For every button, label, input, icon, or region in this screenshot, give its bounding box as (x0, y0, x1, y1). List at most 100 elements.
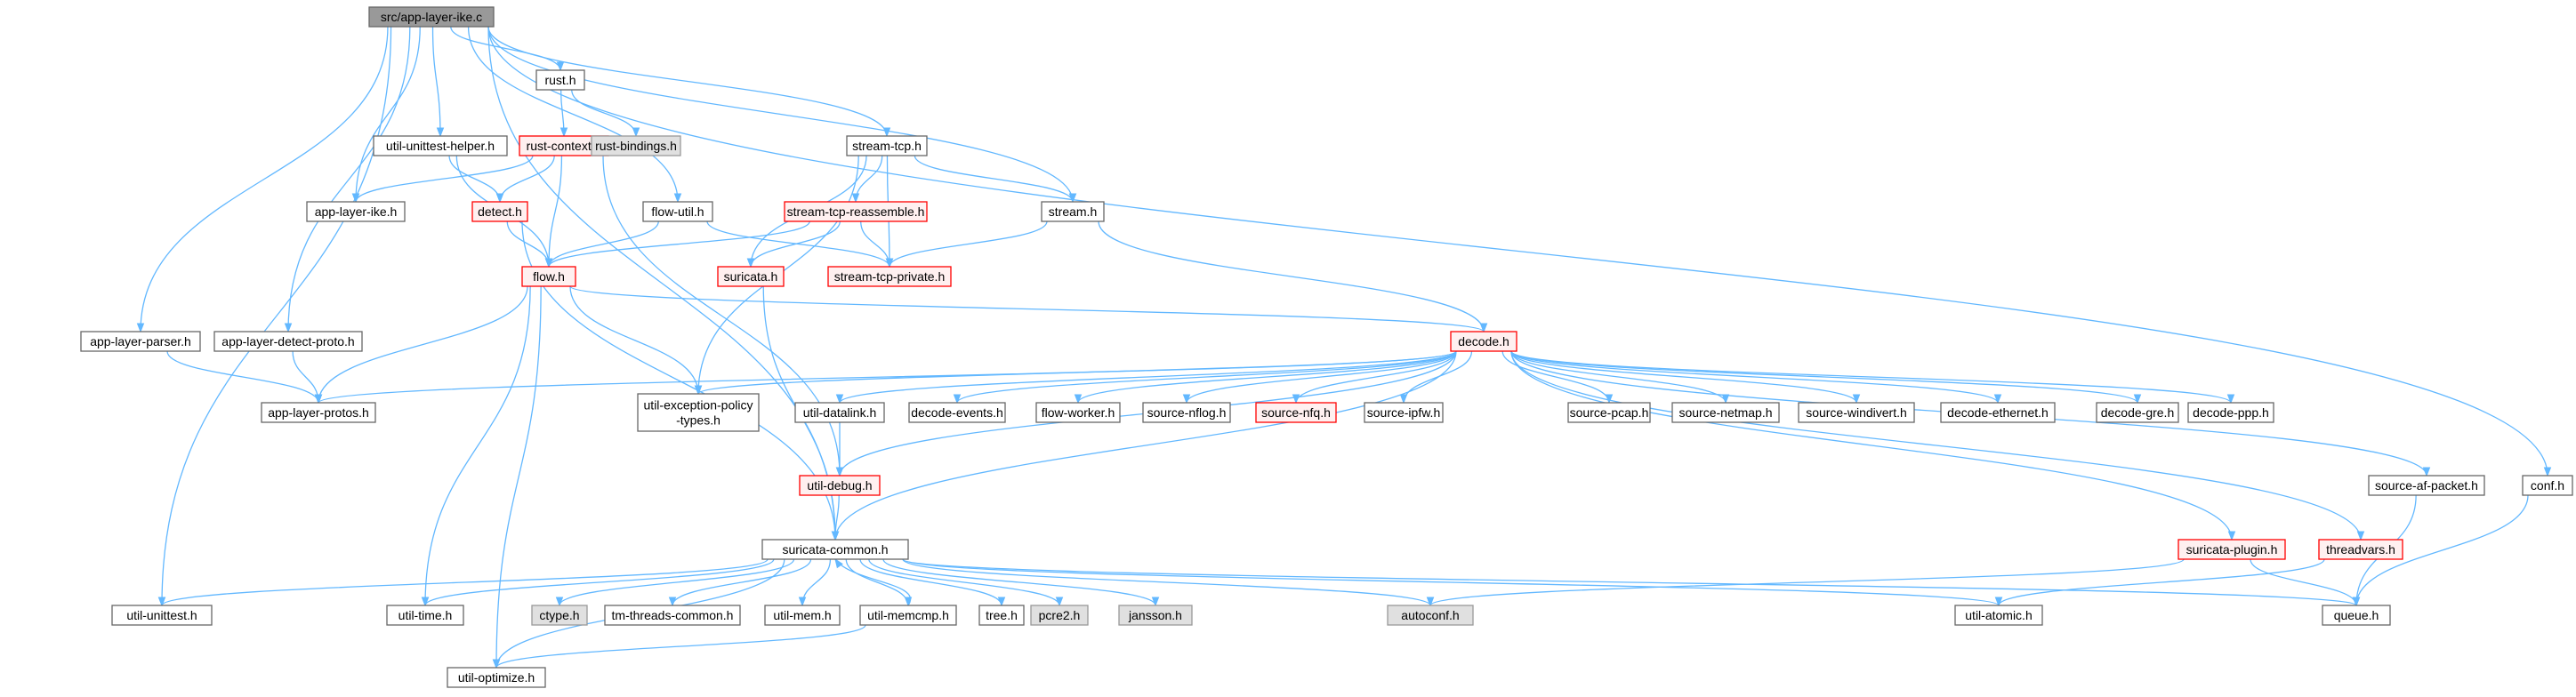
node-utilmem[interactable]: util-mem.h (764, 605, 841, 626)
node-box-flowutil (642, 201, 713, 222)
node-box-utilunittest (111, 605, 213, 626)
node-utiloptimize[interactable]: util-optimize.h (447, 667, 546, 688)
node-box-sourcepcap (1567, 402, 1651, 423)
node-rust[interactable]: rust.h (535, 69, 585, 91)
node-flowutil[interactable]: flow-util.h (642, 201, 713, 222)
node-label-jansson: jansson.h (1128, 608, 1182, 622)
edge-arrowhead-threadvars-to-utilatomic (1994, 597, 2003, 607)
node-ctype[interactable]: ctype.h (531, 605, 588, 626)
node-conf[interactable]: conf.h (2522, 475, 2573, 496)
node-flow[interactable]: flow.h (521, 266, 576, 287)
node-decodeevents[interactable]: decode-events.h (908, 402, 1006, 423)
node-label-decodegre: decode-gre.h (2101, 405, 2175, 420)
node-applayerdetect[interactable]: app-layer-detect-proto.h (213, 331, 363, 352)
edge-arrowhead-suricatacommon-to-utiltime (421, 597, 430, 607)
node-utilexception[interactable]: util-exception-policy-types.h (637, 393, 760, 432)
node-utildatalink[interactable]: util-datalink.h (794, 402, 885, 423)
node-label-queue: queue.h (2334, 608, 2379, 622)
edge-decode-to-suricataplugin (1510, 350, 2233, 541)
node-box-tmthreads (604, 605, 741, 626)
edge-stcpreasm-to-suricata (750, 220, 841, 268)
edge-stcpreasm-to-stcpprivate (860, 220, 890, 268)
node-utiltime[interactable]: util-time.h (386, 605, 464, 626)
node-stream[interactable]: stream.h (1041, 201, 1105, 222)
node-sourcenfq[interactable]: source-nfq.h (1255, 402, 1337, 423)
edge-decode-to-utilexception (697, 350, 1457, 395)
node-applayerike[interactable]: app-layer-ike.h (306, 201, 406, 222)
node-threadvars[interactable]: threadvars.h (2318, 539, 2403, 560)
node-flowworker[interactable]: flow-worker.h (1035, 402, 1121, 423)
edge-rustcontext-to-applayerike (355, 155, 534, 203)
node-stcpreasm[interactable]: stream-tcp-reassemble.h (784, 201, 928, 222)
edge-arrowhead-suricatacommon-to-jansson (1151, 597, 1160, 607)
node-label-flow: flow.h (533, 269, 565, 284)
edge-decode-to-sourcepcap (1501, 350, 1610, 404)
node-utildebug[interactable]: util-debug.h (799, 475, 881, 496)
node-autoconf[interactable]: autoconf.h (1387, 605, 1474, 626)
node-box-ctype (531, 605, 588, 626)
node-utilmemcmp[interactable]: util-memcmp.h (859, 605, 957, 626)
node-sourcepcap[interactable]: source-pcap.h (1567, 402, 1651, 423)
node-label-suricatacommon: suricata-common.h (782, 542, 888, 557)
node-rustbindings[interactable]: rust-bindings.h (591, 135, 681, 156)
node-tmthreads[interactable]: tm-threads-common.h (604, 605, 741, 626)
node-sourcenetmap[interactable]: source-netmap.h (1671, 402, 1780, 423)
node-suricatacommon[interactable]: suricata-common.h (761, 539, 909, 560)
edge-arrowhead-root-to-streamtcp (882, 127, 891, 138)
node-pcre2[interactable]: pcre2.h (1030, 605, 1089, 626)
node-streamtcp[interactable]: stream-tcp.h (846, 135, 928, 156)
edge-decode-to-sourcenetmap (1510, 350, 1727, 404)
edge-decode-to-threadvars (1510, 350, 2362, 541)
node-box-threadvars (2318, 539, 2403, 560)
edge-arrowhead-rustcontext-to-applayerike (351, 193, 360, 204)
node-jansson[interactable]: jansson.h (1118, 605, 1193, 626)
node-box-utilexception (637, 393, 760, 432)
node-suricata[interactable]: suricata.h (717, 266, 785, 287)
node-label-unittesthelper: util-unittest-helper.h (386, 139, 495, 153)
edge-suricatacommon-to-pcre2 (868, 558, 1060, 606)
edge-flowutil-to-stcpprivate (706, 220, 890, 268)
edge-decode-to-sourcenfq (1295, 350, 1457, 404)
edge-applayerdetect-to-applayerprotos (292, 350, 319, 404)
node-label-tree: tree.h (986, 608, 1018, 622)
node-sourceafpacket[interactable]: source-af-packet.h (2368, 475, 2485, 496)
node-decodeethernet[interactable]: decode-ethernet.h (1940, 402, 2056, 423)
edge-arrowhead-stcpreasm-to-suricata (746, 258, 755, 268)
node-label-utiltime: util-time.h (398, 608, 453, 622)
node-sourcenflog[interactable]: source-nflog.h (1142, 402, 1231, 423)
node-applayerparser[interactable]: app-layer-parser.h (80, 331, 201, 352)
node-box-applayerprotos (261, 402, 376, 423)
node-detect[interactable]: detect.h (471, 201, 528, 222)
node-utilunittest[interactable]: util-unittest.h (111, 605, 213, 626)
edge-arrowhead-decode-to-sourceipfw (1399, 394, 1408, 405)
node-decodegre[interactable]: decode-gre.h (2096, 402, 2179, 423)
node-sourcewindivert[interactable]: source-windivert.h (1798, 402, 1915, 423)
node-unittesthelper[interactable]: util-unittest-helper.h (373, 135, 508, 156)
node-label-stcpprivate: stream-tcp-private.h (834, 269, 945, 284)
node-stcpprivate[interactable]: stream-tcp-private.h (827, 266, 952, 287)
edge-suricatacommon-to-tmthreads (672, 558, 812, 606)
node-label-sourcepcap: source-pcap.h (1570, 405, 1649, 420)
node-queue[interactable]: queue.h (2322, 605, 2391, 626)
node-label-tmthreads: tm-threads-common.h (612, 608, 734, 622)
edge-decode-to-applayerprotos (318, 350, 1457, 404)
node-applayerprotos[interactable]: app-layer-protos.h (261, 402, 376, 423)
node-sourceipfw[interactable]: source-ipfw.h (1364, 402, 1444, 423)
node-suricataplugin[interactable]: suricata-plugin.h (2178, 539, 2286, 560)
node-box-queue (2322, 605, 2391, 626)
edge-suricatacommon-to-autoconf (902, 558, 1431, 606)
node-label-flowworker: flow-worker.h (1042, 405, 1115, 420)
node-decode[interactable]: decode.h (1450, 331, 1517, 352)
edge-flow-to-utiltime (424, 285, 531, 606)
edge-suricatacommon-to-utilmemcmp (845, 558, 909, 606)
node-decodeppp[interactable]: decode-ppp.h (2187, 402, 2274, 423)
edge-arrowhead-root-to-conf (2543, 467, 2552, 477)
edge-root-to-flowutil (467, 26, 679, 203)
node-tree[interactable]: tree.h (978, 605, 1025, 626)
edge-arrowhead-streamtcp-to-stream (1068, 193, 1077, 204)
node-root[interactable]: src/app-layer-ike.c (368, 6, 495, 28)
node-rustcontext[interactable]: rust-context.h (519, 135, 609, 156)
edge-arrowhead-utilmemcmp-to-suricatacommon (834, 557, 843, 569)
node-utilatomic[interactable]: util-atomic.h (1954, 605, 2043, 626)
edge-arrowhead-decode-to-applayerprotos (314, 394, 323, 405)
